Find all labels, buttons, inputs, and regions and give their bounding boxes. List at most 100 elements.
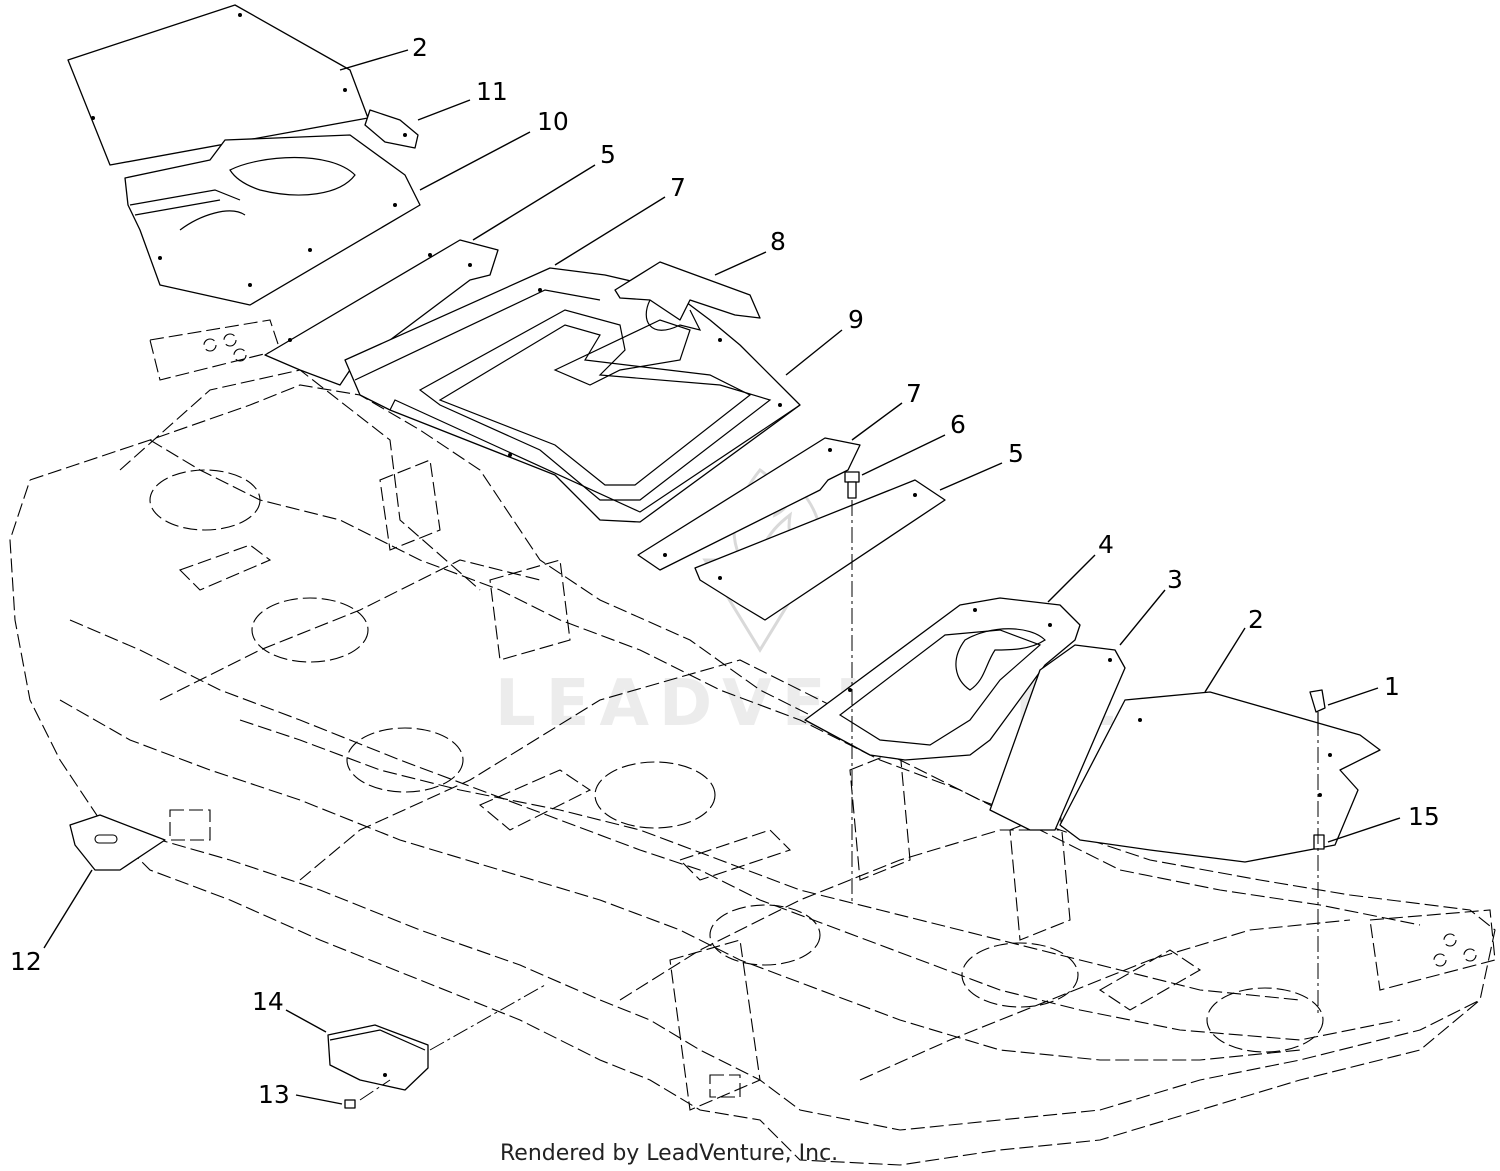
front-bracket [669, 939, 761, 1111]
callout-2-top: 2 [412, 33, 428, 62]
leader-3 [1119, 589, 1166, 646]
callout-13: 13 [258, 1080, 290, 1109]
cover-hole [1328, 753, 1332, 757]
cover-edge [354, 289, 601, 381]
chute-hole [308, 248, 312, 252]
chute-opening [229, 156, 356, 196]
callout-9: 9 [848, 305, 864, 334]
leader-5-top [472, 164, 596, 241]
nut-15 [1313, 834, 1325, 850]
render-credit: Rendered by LeadVenture, Inc. [500, 1141, 838, 1166]
bracket-12 [69, 814, 166, 871]
right-plate-hole-3 [1433, 953, 1447, 967]
callout-leaders [43, 49, 1401, 1105]
left-plate-hole-2 [223, 333, 237, 347]
bracket-hole [403, 133, 407, 137]
leader-1 [1327, 687, 1379, 706]
part-5-upper-plate [264, 239, 499, 386]
leader-8 [714, 251, 767, 276]
leader-6 [861, 434, 946, 476]
bracket-11 [364, 109, 419, 149]
deck-outline [9, 384, 1496, 1166]
callout-8: 8 [770, 227, 786, 256]
plate-hole [288, 338, 292, 342]
deck-lower-rail [59, 699, 1301, 1061]
right-plate-hole-1 [1443, 933, 1457, 947]
centerline-13 [359, 1079, 391, 1101]
cover-hole [343, 88, 347, 92]
callout-labels: 1 2 2 3 4 5 5 6 7 7 8 9 10 11 12 13 14 1… [10, 33, 1440, 1109]
part-3-side-shield [989, 644, 1126, 831]
plate-5-lower [694, 479, 946, 621]
screw-13 [344, 1099, 356, 1109]
slot-plate-2 [478, 769, 592, 831]
left-side-plate [149, 319, 281, 381]
callout-15: 15 [1408, 802, 1440, 831]
callout-5-top: 5 [600, 140, 616, 169]
part-14-cover-box [327, 1024, 429, 1091]
chute-curve [179, 210, 246, 231]
bracket-8 [614, 261, 761, 321]
leader-13 [295, 1094, 343, 1105]
callout-2-right: 2 [1248, 605, 1264, 634]
leader-7-bottom [851, 402, 903, 441]
chute-fold [134, 199, 221, 216]
part-4-mounting-tray [804, 597, 1081, 761]
tray-4-recess [838, 629, 1042, 746]
blade-opening-2 [251, 597, 369, 663]
chute-fold [129, 189, 241, 206]
box-14 [327, 1024, 429, 1091]
chute-hole [158, 256, 162, 260]
frame-member-2 [159, 559, 541, 701]
blade-opening-7 [1206, 987, 1324, 1053]
part-6-bolt [844, 471, 860, 499]
cover-hole [91, 116, 95, 120]
blade-opening-1 [149, 469, 261, 531]
blade-opening-3 [346, 727, 464, 793]
plate-7-lower [637, 437, 861, 571]
cover-hole [778, 403, 782, 407]
cover-hole [718, 338, 722, 342]
callout-11: 11 [476, 77, 508, 106]
leader-4 [1047, 554, 1096, 603]
callout-14: 14 [252, 987, 284, 1016]
callout-7-bottom: 7 [906, 379, 922, 408]
cover-edge [389, 399, 801, 513]
callout-12: 12 [10, 947, 42, 976]
center-hanger-4 [1009, 809, 1071, 941]
leader-12 [43, 869, 93, 949]
deck-decal-2 [709, 1074, 741, 1098]
left-plate-hole-1 [203, 338, 217, 352]
cover-recess [553, 319, 691, 386]
deck-top-rail [149, 439, 1421, 926]
part-7-lower-plate [637, 437, 861, 571]
plate-hole [468, 263, 472, 267]
plate-hole [828, 448, 832, 452]
callout-1: 1 [1384, 672, 1400, 701]
right-plate-hole-2 [1463, 948, 1477, 962]
bolt-6-shank [847, 481, 857, 499]
plate-hole [428, 253, 432, 257]
leader-9 [785, 329, 843, 376]
callout-5-bottom: 5 [1008, 439, 1024, 468]
leader-15 [1327, 817, 1401, 843]
plate-hole [663, 553, 667, 557]
blade-opening-4 [594, 761, 716, 829]
frame-member-3 [299, 659, 861, 881]
chute-cover-10 [124, 134, 421, 306]
bracket-12-slot [94, 834, 118, 844]
leader-2-right [1204, 627, 1246, 693]
slot-plate-3 [678, 829, 792, 881]
tray-4 [804, 597, 1081, 761]
deck-decal-1 [169, 809, 211, 841]
cover-raised-panel-inner [438, 324, 752, 486]
plate-hole [913, 493, 917, 497]
blade-opening-5 [709, 904, 821, 966]
slot-plate-4 [1098, 949, 1202, 1011]
callout-4: 4 [1098, 530, 1114, 559]
callout-3: 3 [1167, 565, 1183, 594]
shield-3 [989, 644, 1126, 831]
slot-plate-1 [178, 544, 272, 591]
chute-hole [393, 203, 397, 207]
